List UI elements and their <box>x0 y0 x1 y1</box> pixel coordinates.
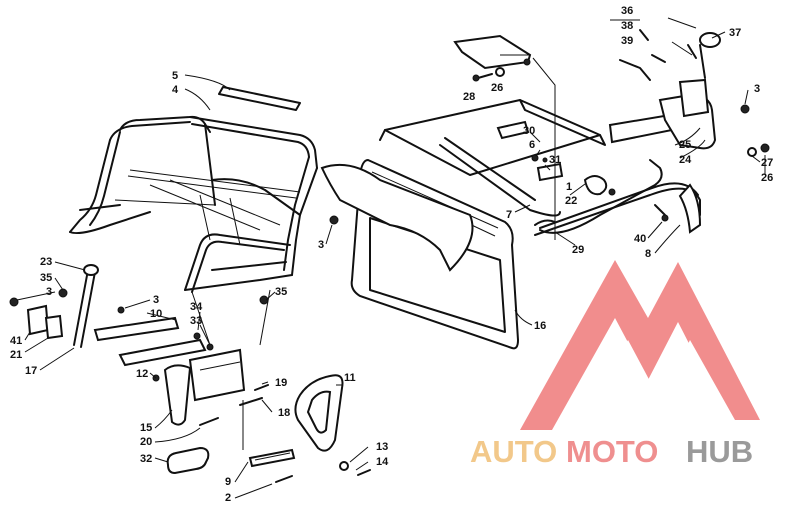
box-panel <box>259 158 520 350</box>
hitch-assembly <box>9 264 371 483</box>
callout-40: 40 <box>634 233 646 245</box>
callout-15: 15 <box>140 422 152 434</box>
watermark-part3: HUB <box>686 434 753 469</box>
callout-5: 5 <box>172 70 178 82</box>
callout-10: 10 <box>150 308 162 320</box>
callout-39: 39 <box>621 35 633 47</box>
callout-6: 6 <box>529 139 535 151</box>
nut-3c <box>329 215 339 225</box>
callout-11: 11 <box>344 372 356 384</box>
callout-29: 29 <box>572 244 584 256</box>
callout-35: 35 <box>275 286 287 298</box>
callout-19: 19 <box>275 377 287 389</box>
callout-35: 35 <box>40 272 52 284</box>
callout-9: 9 <box>225 476 231 488</box>
nut-3a <box>9 297 19 307</box>
hitch-24 <box>608 29 770 157</box>
callout-12: 12 <box>136 368 148 380</box>
callout-14: 14 <box>376 456 389 468</box>
callout-3: 3 <box>153 294 159 306</box>
callout-27: 27 <box>761 157 773 169</box>
pad-32 <box>166 446 210 475</box>
callout-3: 3 <box>754 83 760 95</box>
callout-37: 37 <box>729 27 741 39</box>
callout-34: 34 <box>190 301 203 313</box>
callout-4: 4 <box>172 84 179 96</box>
cargo-rack <box>69 86 318 293</box>
callout-17: 17 <box>25 365 37 377</box>
callout-16: 16 <box>534 320 546 332</box>
callout-3: 3 <box>318 239 324 251</box>
leader-lines <box>16 17 766 499</box>
callout-8: 8 <box>645 248 651 260</box>
callout-20: 20 <box>140 436 152 448</box>
callout-30: 30 <box>523 125 535 137</box>
callout-2: 2 <box>225 492 231 504</box>
strap-9 <box>248 448 296 468</box>
callout-28: 28 <box>463 91 475 103</box>
watermark-text: AUTO MOTO HUB <box>470 434 753 469</box>
callout-26: 26 <box>761 172 773 184</box>
callout-22: 22 <box>565 195 577 207</box>
watermark-logo <box>520 260 760 430</box>
callout-23: 23 <box>40 256 52 268</box>
rack-strip <box>218 86 301 111</box>
callout-38: 38 <box>621 20 633 32</box>
callout-24: 24 <box>679 154 692 166</box>
top-mount <box>453 34 532 82</box>
callout-labels: 5 4 23 35 3 41 21 17 3 10 34 33 12 19 18… <box>10 5 773 504</box>
callout-25: 25 <box>679 139 691 151</box>
callout-7: 7 <box>506 209 512 221</box>
callout-32: 32 <box>140 453 152 465</box>
cap-23 <box>83 264 99 276</box>
callout-3: 3 <box>46 286 52 298</box>
callout-1: 1 <box>566 181 572 193</box>
bumper-8 <box>534 182 702 236</box>
watermark-part2: MOTO <box>566 434 658 469</box>
watermark-part1: AUTO <box>470 434 557 469</box>
callout-26: 26 <box>491 82 503 94</box>
callout-18: 18 <box>278 407 290 419</box>
nut-3d <box>740 104 750 114</box>
callout-31: 31 <box>549 154 561 166</box>
callout-13: 13 <box>376 441 388 453</box>
callout-33: 33 <box>190 315 202 327</box>
nut-35 <box>58 288 68 298</box>
callout-21: 21 <box>10 349 22 361</box>
callout-41: 41 <box>10 335 22 347</box>
callout-36: 36 <box>621 5 633 17</box>
